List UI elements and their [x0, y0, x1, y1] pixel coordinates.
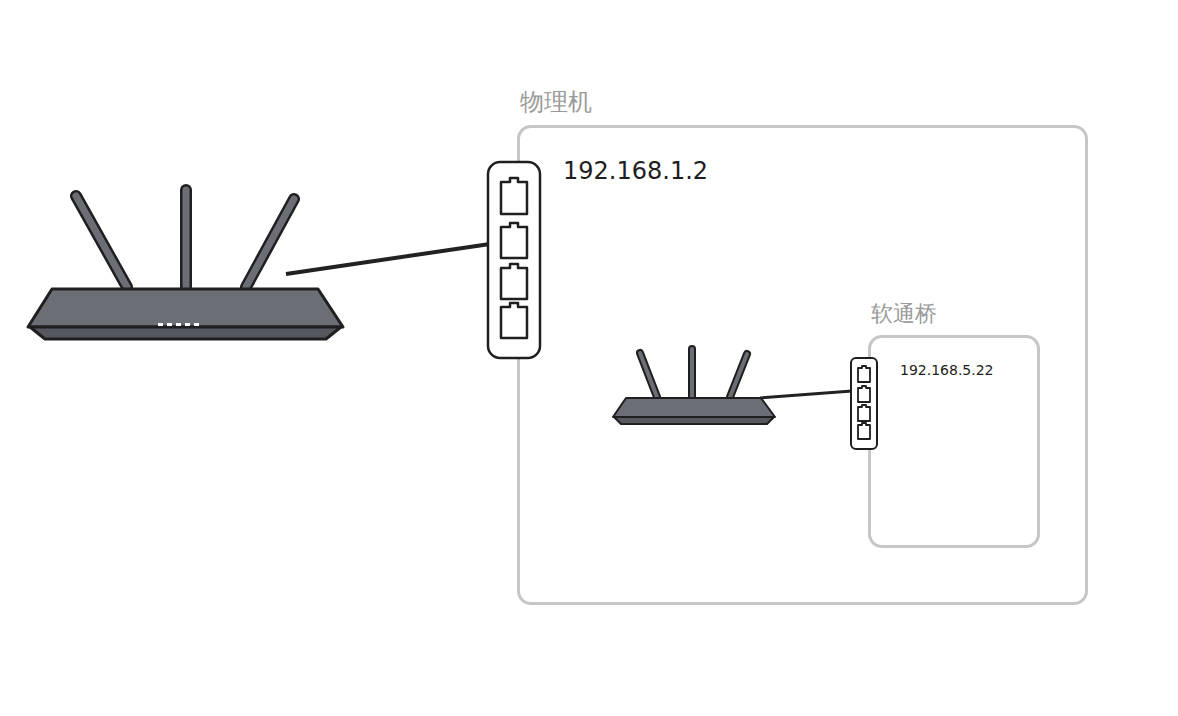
ip-address: 192.168.1.2 [563, 157, 708, 186]
machine-box: 物理机192.168.1.2软通桥192.168.5.22 [517, 125, 1088, 605]
port-panel [488, 162, 540, 358]
bridge-box: 软通桥192.168.5.22 [868, 335, 1040, 548]
ip-address: 192.168.5.22 [900, 362, 994, 379]
cable [760, 391, 852, 398]
node-heading: 软通桥 [871, 301, 937, 327]
router-illustration [613, 349, 775, 424]
node-heading: 物理机 [520, 88, 592, 117]
cable [286, 244, 490, 274]
port-panel [851, 358, 877, 449]
router-illustration [28, 190, 343, 339]
